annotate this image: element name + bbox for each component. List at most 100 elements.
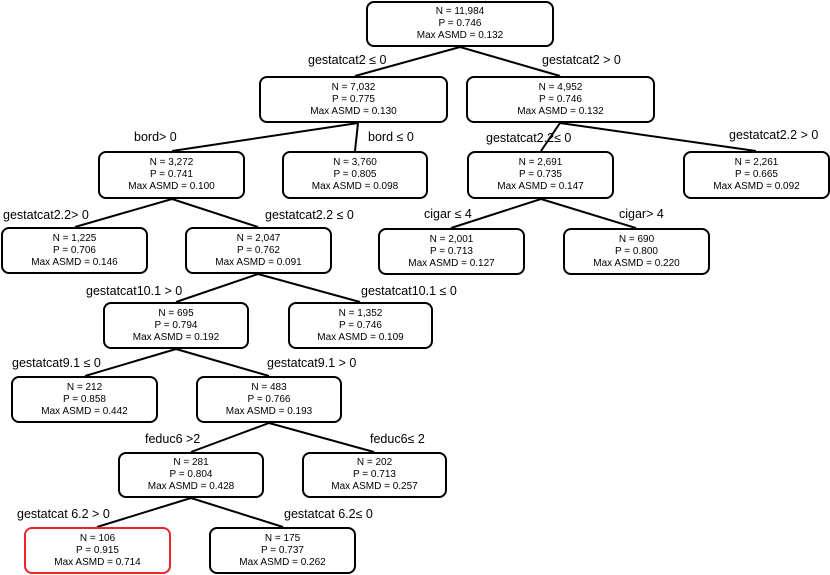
node-n: N = 1,225 — [52, 232, 97, 244]
tree-node: N = 2,261 P = 0.665 Max ASMD = 0.092 — [683, 151, 830, 199]
edge-line — [268, 422, 375, 453]
node-p: P = 0.915 — [76, 544, 119, 556]
edge-label: gestatcat 6.2 > 0 — [17, 507, 110, 521]
node-p: P = 0.766 — [247, 393, 291, 405]
node-asmd: Max ASMD = 0.132 — [416, 30, 504, 41]
tree-node: N = 202 P = 0.713 Max ASMD = 0.257 — [302, 452, 447, 498]
node-n: N = 483 — [251, 381, 287, 393]
tree-node: N = 2,001 P = 0.713 Max ASMD = 0.127 — [378, 228, 525, 275]
edge-label: gestatcat2 > 0 — [542, 53, 621, 67]
node-p: P = 0.665 — [735, 169, 778, 180]
edge-line — [190, 422, 270, 453]
edge-label: gestatcat2.2 > 0 — [729, 128, 819, 142]
edge-label: gestatcat 6.2≤ 0 — [284, 507, 373, 521]
node-n: N = 2,047 — [236, 232, 281, 244]
node-n: N = 11,984 — [435, 6, 485, 17]
node-n: N = 202 — [356, 457, 393, 468]
node-p: P = 0.800 — [615, 245, 658, 257]
tree-node: N = 1,225 P = 0.706 Max ASMD = 0.146 — [1, 227, 148, 274]
node-asmd: Max ASMD = 0.132 — [517, 105, 604, 117]
node-asmd: Max ASMD = 0.091 — [215, 256, 302, 268]
node-n: N = 281 — [173, 457, 209, 468]
edge-line — [175, 273, 259, 303]
node-asmd: Max ASMD = 0.130 — [310, 105, 397, 117]
node-n: N = 175 — [264, 532, 301, 544]
node-asmd: Max ASMD = 0.257 — [331, 481, 418, 492]
node-n: N = 2,261 — [734, 157, 779, 168]
tree-node: N = 1,352 P = 0.746 Max ASMD = 0.109 — [288, 302, 433, 349]
node-n: N = 3,760 — [333, 157, 377, 168]
node-n: N = 695 — [158, 307, 194, 319]
node-n: N = 106 — [79, 532, 116, 544]
node-asmd: Max ASMD = 0.109 — [317, 331, 404, 343]
node-asmd: Max ASMD = 0.192 — [132, 331, 220, 343]
edge-label: gestatcat2.2≤ 0 — [486, 131, 572, 145]
edge-label: gestatcat10.1 > 0 — [86, 284, 183, 298]
edge-line — [171, 198, 259, 228]
node-p: P = 0.775 — [332, 93, 375, 105]
node-p: P = 0.713 — [430, 245, 473, 257]
node-asmd: Max ASMD = 0.193 — [225, 405, 313, 417]
node-p: P = 0.706 — [53, 244, 96, 256]
tree-node-highlighted: N = 106 P = 0.915 Max ASMD = 0.714 — [24, 527, 171, 574]
node-asmd: Max ASMD = 0.098 — [311, 181, 399, 192]
node-p: P = 0.746 — [339, 319, 382, 331]
edge-line — [171, 122, 359, 152]
edge-line — [354, 122, 359, 152]
edge-label: feduc6 >2 — [145, 432, 201, 446]
edge-line — [257, 273, 361, 303]
edge-label: gestatcat2.2> 0 — [3, 208, 89, 222]
edge-label: bord> 0 — [134, 130, 177, 144]
node-p: P = 0.741 — [150, 169, 193, 180]
tree-node: N = 7,032 P = 0.775 Max ASMD = 0.130 — [259, 76, 448, 123]
node-asmd: Max ASMD = 0.092 — [713, 181, 800, 192]
node-n: N = 3,272 — [149, 157, 194, 168]
edge-label: bord ≤ 0 — [368, 130, 414, 144]
node-asmd: Max ASMD = 0.146 — [31, 256, 118, 268]
edge-label: gestatcat9.1 ≤ 0 — [12, 356, 101, 370]
tree-node: N = 212 P = 0.858 Max ASMD = 0.442 — [11, 376, 158, 423]
node-p: P = 0.804 — [169, 469, 213, 480]
node-p: P = 0.735 — [519, 169, 562, 180]
node-asmd: Max ASMD = 0.714 — [54, 556, 141, 568]
tree-node: N = 3,760 P = 0.805 Max ASMD = 0.098 — [282, 151, 428, 199]
node-n: N = 7,032 — [331, 81, 376, 93]
edge-label: cigar ≤ 4 — [424, 207, 472, 221]
node-n: N = 1,352 — [338, 307, 383, 319]
edge-line — [84, 348, 177, 377]
node-asmd: Max ASMD = 0.147 — [497, 181, 584, 192]
tree-node: N = 3,272 P = 0.741 Max ASMD = 0.100 — [98, 151, 245, 199]
tree-node: N = 2,691 P = 0.735 Max ASMD = 0.147 — [467, 151, 614, 199]
edge-line — [190, 497, 284, 528]
tree-node: N = 281 P = 0.804 Max ASMD = 0.428 — [118, 452, 264, 498]
node-p: P = 0.762 — [237, 244, 280, 256]
node-n: N = 2,001 — [429, 233, 474, 245]
edge-line — [540, 122, 561, 152]
edge-line — [540, 198, 637, 229]
node-asmd: Max ASMD = 0.262 — [239, 556, 326, 568]
node-p: P = 0.737 — [261, 544, 304, 556]
node-p: P = 0.794 — [154, 319, 198, 331]
node-asmd: Max ASMD = 0.442 — [41, 405, 128, 417]
node-p: P = 0.746 — [539, 93, 582, 105]
node-asmd: Max ASMD = 0.127 — [408, 257, 495, 269]
edge-label: gestatcat10.1 ≤ 0 — [361, 284, 457, 298]
edge-line — [96, 497, 192, 528]
tree-node: N = 175 P = 0.737 Max ASMD = 0.262 — [209, 527, 356, 574]
node-n: N = 2,691 — [518, 157, 563, 168]
edge-label: cigar> 4 — [619, 207, 664, 221]
tree-node: N = 4,952 P = 0.746 Max ASMD = 0.132 — [466, 76, 655, 123]
edge-label: gestatcat2 ≤ 0 — [308, 53, 387, 67]
node-p: P = 0.858 — [63, 393, 106, 405]
edge-label: feduc6≤ 2 — [370, 432, 425, 446]
node-n: N = 212 — [66, 381, 103, 393]
edge-line — [450, 198, 542, 229]
edge-line — [175, 348, 270, 377]
node-p: P = 0.746 — [438, 18, 482, 29]
tree-node: N = 695 P = 0.794 Max ASMD = 0.192 — [103, 302, 249, 349]
tree-node: N = 483 P = 0.766 Max ASMD = 0.193 — [196, 376, 342, 423]
tree-node-root: N = 11,984 P = 0.746 Max ASMD = 0.132 — [366, 1, 554, 47]
tree-node: N = 2,047 P = 0.762 Max ASMD = 0.091 — [185, 227, 332, 274]
node-n: N = 4,952 — [538, 81, 583, 93]
